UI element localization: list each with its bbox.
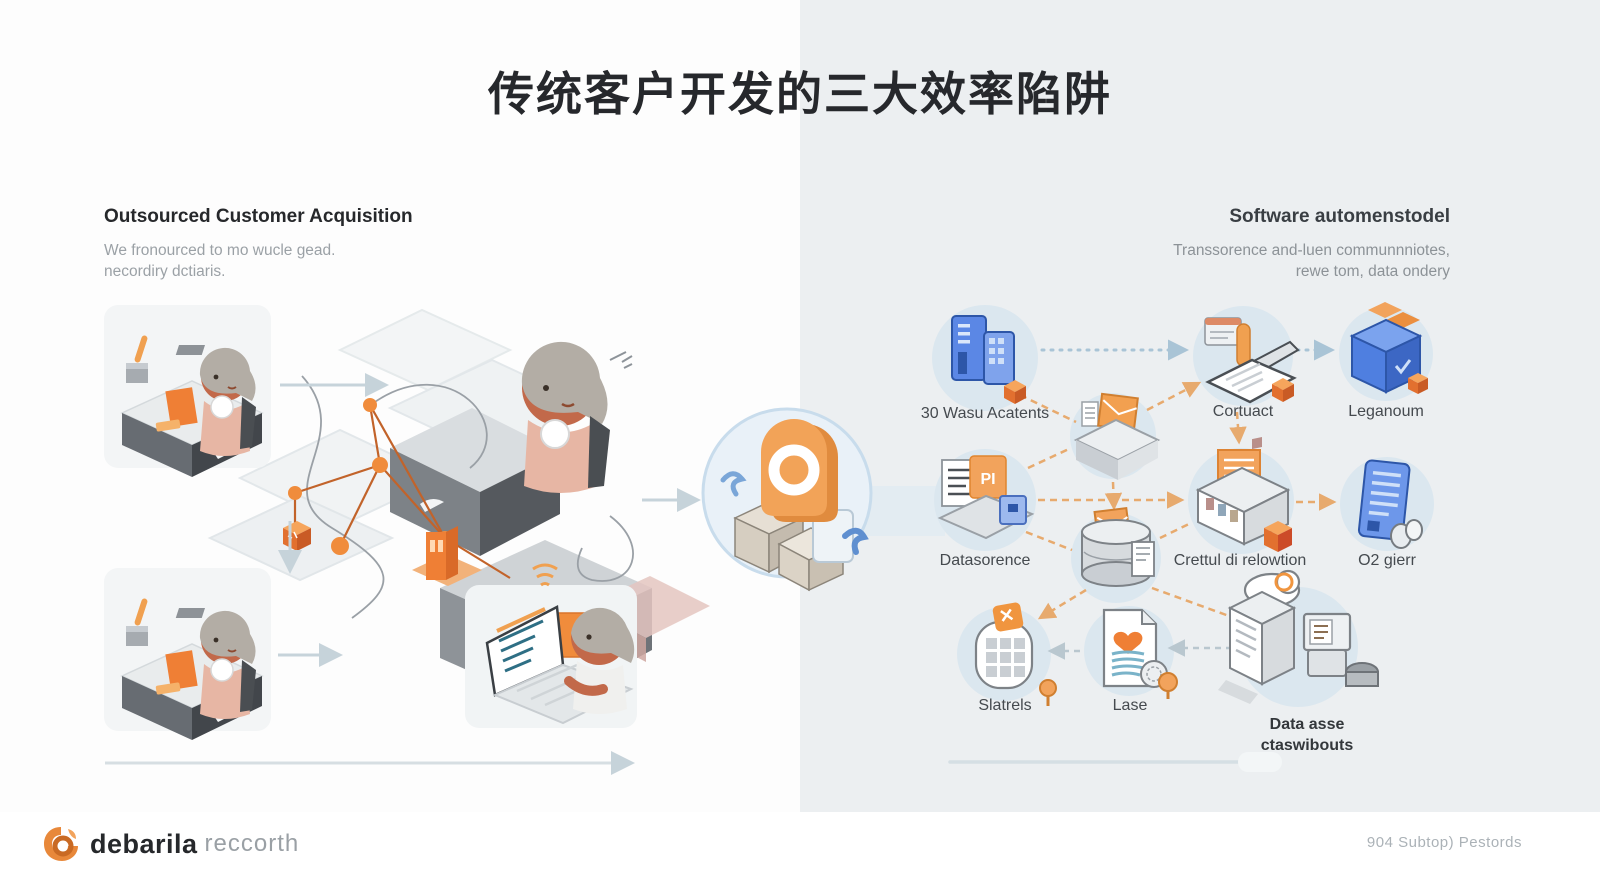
label-package: Leganoum: [1348, 403, 1424, 420]
label-datasource: Datasorence: [939, 552, 1031, 569]
right-subtitle-line1: Transsorence and-luen communnniotes,: [1173, 242, 1450, 259]
brand-name: debarila: [90, 828, 198, 859]
label-servers: 30 Wasu Acatents: [920, 405, 1050, 422]
chaotic-network: [283, 398, 511, 586]
printer-icon: [1073, 392, 1161, 480]
right-panel-background: [800, 0, 1600, 812]
squiggle-icon: [842, 527, 869, 555]
brand-logo-icon: [44, 827, 78, 861]
label-ledger: Lase: [1112, 697, 1148, 714]
right-section-heading: Software automenstodel: [1229, 206, 1450, 227]
automation-diagram: PI: [932, 302, 1434, 772]
left-section-subtitle: We fronourced to mo wucle gead. necordir…: [104, 240, 335, 282]
label-storage: Slatrels: [978, 697, 1032, 714]
brand: debarila reccorth: [40, 822, 299, 866]
footer-note: 904 Subtop) Pestords: [1366, 834, 1522, 851]
contract-icon: [1204, 317, 1300, 404]
squiggle-icon: [720, 471, 747, 497]
storage-cylinder-icon: [974, 602, 1057, 706]
label-workflow: Crettul di relowtion: [1173, 552, 1307, 569]
ledger-icon: [1102, 608, 1178, 699]
package-icon: [1349, 302, 1428, 394]
data-asset-icon: [1218, 569, 1379, 704]
database-icon: [1081, 507, 1155, 587]
workflow-icon: [1195, 437, 1292, 552]
outsourced-illustration: [103, 304, 710, 775]
datasource-icon: PI: [937, 455, 1035, 540]
svg-text:PI: PI: [980, 471, 995, 488]
baseline-blob: [1238, 752, 1282, 772]
brand-tagline: reccorth: [204, 830, 300, 857]
orange-building-icon: [412, 526, 482, 586]
left-section-heading: Outsourced Customer Acquisition: [104, 206, 413, 227]
left-subtitle-line2: necordiry dctiaris.: [104, 263, 226, 280]
pin-icon: [761, 419, 838, 522]
footer-strip: [0, 812, 1600, 896]
tangled-wires: [301, 375, 634, 619]
label-server-tower: O2 gierr: [1358, 552, 1416, 569]
label-contract: Cortuact: [1212, 403, 1274, 420]
page-title: 传统客户开发的三大效率陷阱: [488, 68, 1112, 120]
label-data-asset-line1: Data asse: [1269, 716, 1345, 733]
grey-dashed-links: [1047, 639, 1232, 660]
flow-arrows: [278, 373, 701, 667]
left-subtitle-line1: We fronourced to mo wucle gead.: [104, 242, 336, 259]
label-data-asset-line2: ctaswibouts: [1260, 737, 1354, 754]
person-coworker: [521, 341, 633, 493]
worker-card-top: [103, 304, 272, 478]
server-tower-icon: [1357, 459, 1411, 541]
right-subtitle-line2: rewe tom, data ondery: [1295, 263, 1450, 280]
worker-card-bottom: [103, 567, 272, 741]
tags-icon: [1390, 519, 1423, 549]
orange-dashed-links: [1019, 381, 1337, 622]
center-connector: [701, 407, 945, 592]
servers-icon: [951, 315, 1026, 404]
right-section-subtitle: Transsorence and-luen communnniotes, rew…: [1000, 240, 1450, 282]
laptop-card: [465, 563, 637, 728]
